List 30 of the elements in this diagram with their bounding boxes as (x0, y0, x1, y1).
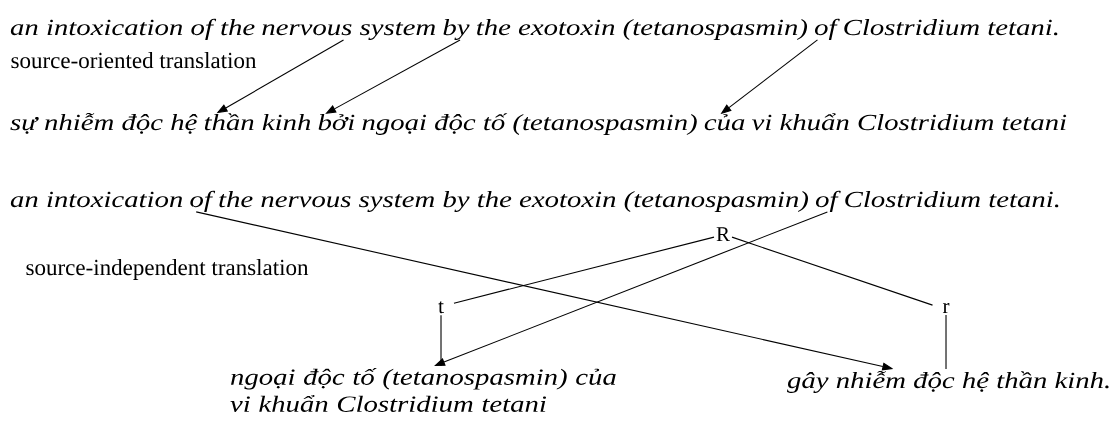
sentence-fragment: an intoxication (10, 191, 183, 208)
tree-label: t (438, 301, 444, 314)
sentence-fragment: Clostridium tetani. (844, 19, 1058, 36)
sentence-fragment: vi khuẩn Clostridium tetani (752, 113, 1067, 131)
arrow (434, 211, 828, 366)
sentence-fragment: the exotoxin (tetanospasmin) (477, 19, 808, 40)
sentence-fragment: an intoxication of the (10, 18, 255, 40)
arrow (325, 39, 461, 114)
caption-text: source-independent translation (26, 259, 309, 280)
tree-line (731, 236, 934, 306)
sentence-fragment: của (704, 114, 745, 131)
sentence-fragment: bởi (318, 114, 355, 131)
tree-line (453, 236, 715, 304)
sentence-fragment: ngoại độc tố (tetanospasmin) (362, 113, 697, 135)
caption-text: source-oriented translation (11, 52, 257, 69)
sentence-fragment: by (443, 19, 470, 40)
tree-line (945, 314, 947, 370)
sentence-fragment: of (190, 190, 216, 212)
sentence-fragment: of (815, 190, 841, 212)
sentence-fragment: of (815, 18, 840, 40)
tree-line (440, 314, 442, 367)
sentence-fragment: sự nhiễm độc hệ (10, 112, 198, 134)
translation-phrase: gây nhiễm độc hệ thần kinh. (787, 370, 1109, 393)
sentence-fragment: nervous system (262, 22, 435, 40)
tree-label: r (942, 303, 950, 313)
translation-phrase: ngoại độc tố (tetanospasmin) của vi khuẩn Clostridium tetani (230, 368, 616, 412)
sentence-fragment: the nervous system by the exotoxin (tetanospasmin) (219, 191, 809, 212)
tree-label: R (716, 227, 730, 241)
sentence-fragment: thần kinh (204, 113, 311, 131)
sentence-fragment: Clostridium tetani. (845, 191, 1059, 208)
